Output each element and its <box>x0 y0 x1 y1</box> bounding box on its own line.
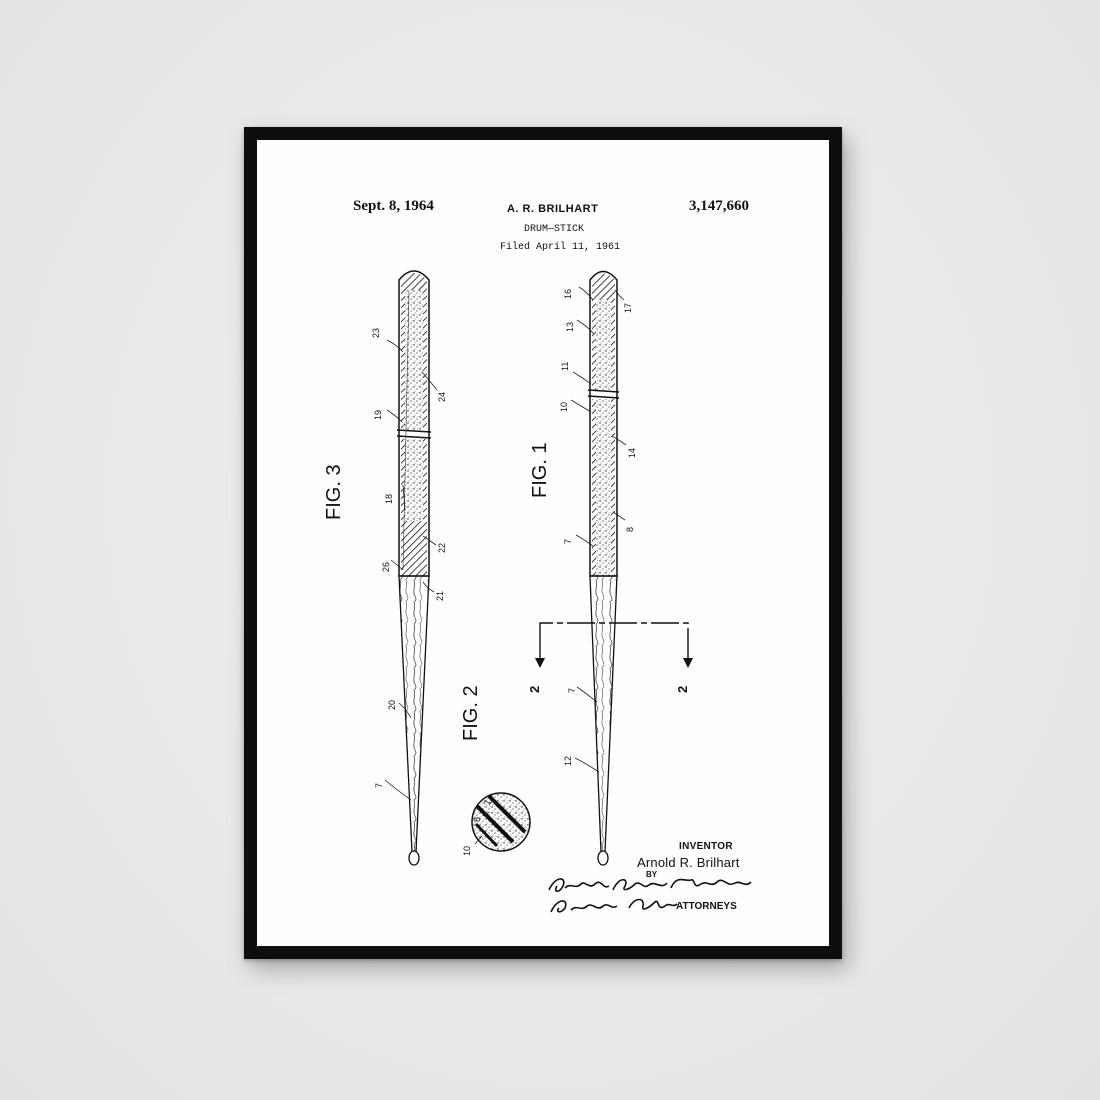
ref-23: 23 <box>371 327 381 338</box>
ref-20: 20 <box>387 699 397 710</box>
ref-11: 11 <box>560 361 570 371</box>
ref-21: 21 <box>435 590 445 601</box>
attorneys-label: ATTORNEYS <box>676 901 737 912</box>
patent-title: DRUM—STICK <box>524 224 585 235</box>
section-label-left: 2 <box>527 685 542 693</box>
inventor-label: INVENTOR <box>679 841 733 852</box>
ref-24: 24 <box>437 391 447 402</box>
section-line-2-2 <box>535 622 693 668</box>
ref-7-fig1-lower: 7 <box>567 687 577 693</box>
attorney-signature <box>548 878 752 913</box>
fig1-drumstick <box>587 270 620 866</box>
patent-number: 3,147,660 <box>689 198 749 214</box>
ref-26: 26 <box>381 561 391 572</box>
ref-16: 16 <box>563 288 573 299</box>
ref-14: 14 <box>627 447 637 458</box>
fig2-label: FIG. 2 <box>460 685 482 741</box>
ref-10: 10 <box>559 401 569 412</box>
by-label: BY <box>646 870 658 879</box>
patent-date: Sept. 8, 1964 <box>353 198 434 214</box>
ref-22: 22 <box>437 542 447 553</box>
ref-18: 18 <box>384 493 394 504</box>
ref-19: 19 <box>373 409 383 420</box>
ref-12: 12 <box>563 755 573 766</box>
patent-filed-date: Filed April 11, 1961 <box>500 242 621 253</box>
section-label-right: 2 <box>675 685 690 693</box>
ref-7-fig3: 7 <box>374 782 384 788</box>
ref-7-fig2: 7 <box>483 799 493 805</box>
ref-8-fig2: 8 <box>472 816 482 822</box>
inventor-name: Arnold R. Brilhart <box>637 855 740 870</box>
fig2-cross-section <box>471 792 531 852</box>
patent-print: Sept. 8, 1964 A. R. BRILHART 3,147,660 D… <box>257 140 829 946</box>
patent-inventor-header: A. R. BRILHART <box>507 203 599 215</box>
ref-10-fig2: 10 <box>462 845 472 856</box>
poster-frame: Sept. 8, 1964 A. R. BRILHART 3,147,660 D… <box>244 127 842 959</box>
ref-8-fig1: 8 <box>625 526 635 532</box>
ref-7-fig1-upper: 7 <box>563 538 573 544</box>
fig3-label: FIG. 3 <box>323 464 345 520</box>
fig3-drumstick <box>396 270 432 866</box>
fig1-label: FIG. 1 <box>529 442 551 498</box>
reference-leaders <box>384 286 627 845</box>
patent-drawing <box>384 270 693 866</box>
ref-13: 13 <box>565 321 575 332</box>
ref-17: 17 <box>623 302 633 313</box>
